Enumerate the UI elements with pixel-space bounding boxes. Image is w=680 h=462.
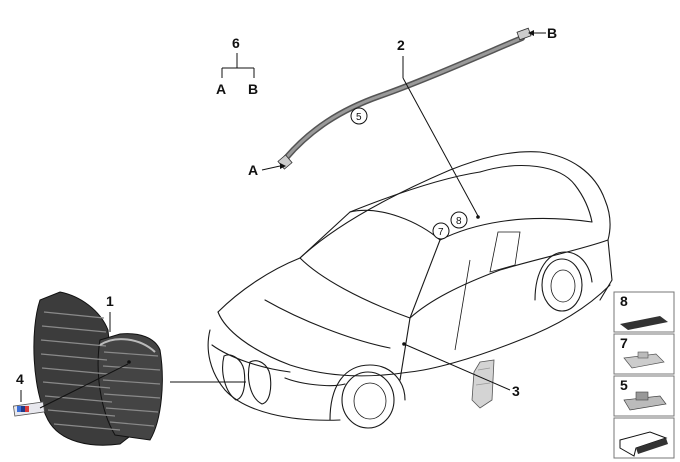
kidney-grille[interactable]: [33, 291, 163, 446]
assembly-group-6: 6 A B: [216, 35, 258, 97]
callout-4: 4: [16, 371, 24, 387]
svg-text:5: 5: [620, 377, 628, 393]
legend-panel: 8 7 5: [613, 291, 675, 459]
group-a-label: A: [216, 81, 226, 97]
legend-item-8: 8: [613, 291, 675, 333]
door-trim-part[interactable]: [471, 359, 495, 409]
circled-ref-5: 5: [350, 107, 368, 125]
car-body: [207, 151, 613, 429]
callout-1: 1: [106, 293, 114, 309]
legend-item-arrow: [613, 417, 675, 459]
end-a-label: A: [248, 162, 258, 178]
svg-text:7: 7: [620, 335, 628, 351]
svg-text:8: 8: [620, 293, 628, 309]
m-badge[interactable]: [12, 401, 46, 417]
circled-ref-8: 8: [450, 211, 468, 229]
svg-text:8: 8: [456, 216, 462, 227]
svg-text:7: 7: [438, 227, 444, 238]
circled-ref-7: 7: [432, 222, 450, 240]
roof-moulding-strip[interactable]: [277, 27, 532, 170]
end-b-label: B: [547, 25, 557, 41]
legend-item-5: 5: [613, 375, 675, 417]
svg-text:5: 5: [356, 112, 362, 123]
callout-3: 3: [512, 383, 520, 399]
legend-item-7: 7: [613, 333, 675, 375]
callout-6: 6: [232, 35, 240, 51]
group-b-label: B: [248, 81, 258, 97]
callout-2: 2: [397, 37, 405, 53]
